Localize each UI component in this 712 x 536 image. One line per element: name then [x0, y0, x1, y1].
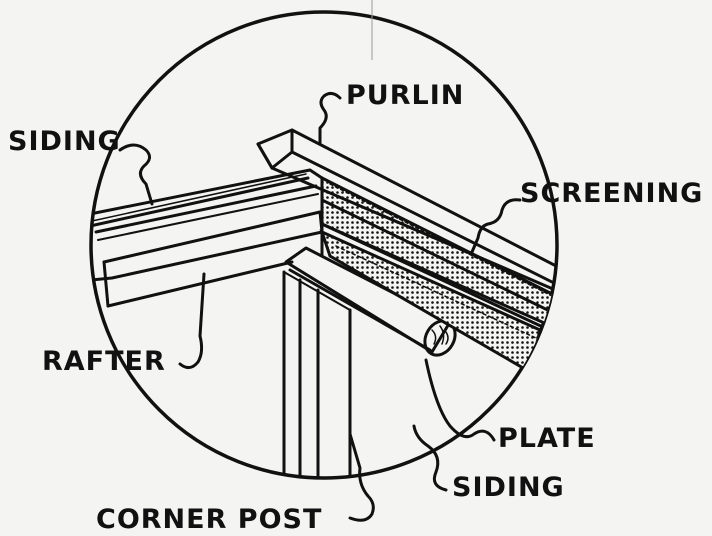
- framing-members: [91, 128, 557, 478]
- label-screening: SCREENING: [520, 178, 703, 209]
- label-corner-post: CORNER POST: [96, 504, 322, 535]
- purlin-member: [256, 128, 557, 294]
- rafter-beam: [91, 168, 324, 308]
- siding-bottom-leader: [412, 424, 448, 492]
- label-siding-top: SIDING: [8, 126, 121, 157]
- corner-post-leader: [348, 432, 375, 522]
- label-plate: PLATE: [498, 423, 596, 454]
- plate-leader: [424, 358, 496, 442]
- leader-lines: [118, 91, 522, 522]
- purlin-leader: [318, 91, 342, 146]
- siding-strip-top: [91, 173, 310, 228]
- label-rafter: RAFTER: [42, 346, 166, 377]
- label-siding-bottom: SIDING: [452, 472, 565, 503]
- detail-circle: [89, 10, 559, 480]
- rafter-leader: [178, 272, 206, 369]
- screening-leader: [470, 198, 522, 254]
- label-purlin: PURLIN: [346, 80, 464, 111]
- corner-post-member: [282, 270, 352, 478]
- siding-top-leader: [118, 143, 154, 206]
